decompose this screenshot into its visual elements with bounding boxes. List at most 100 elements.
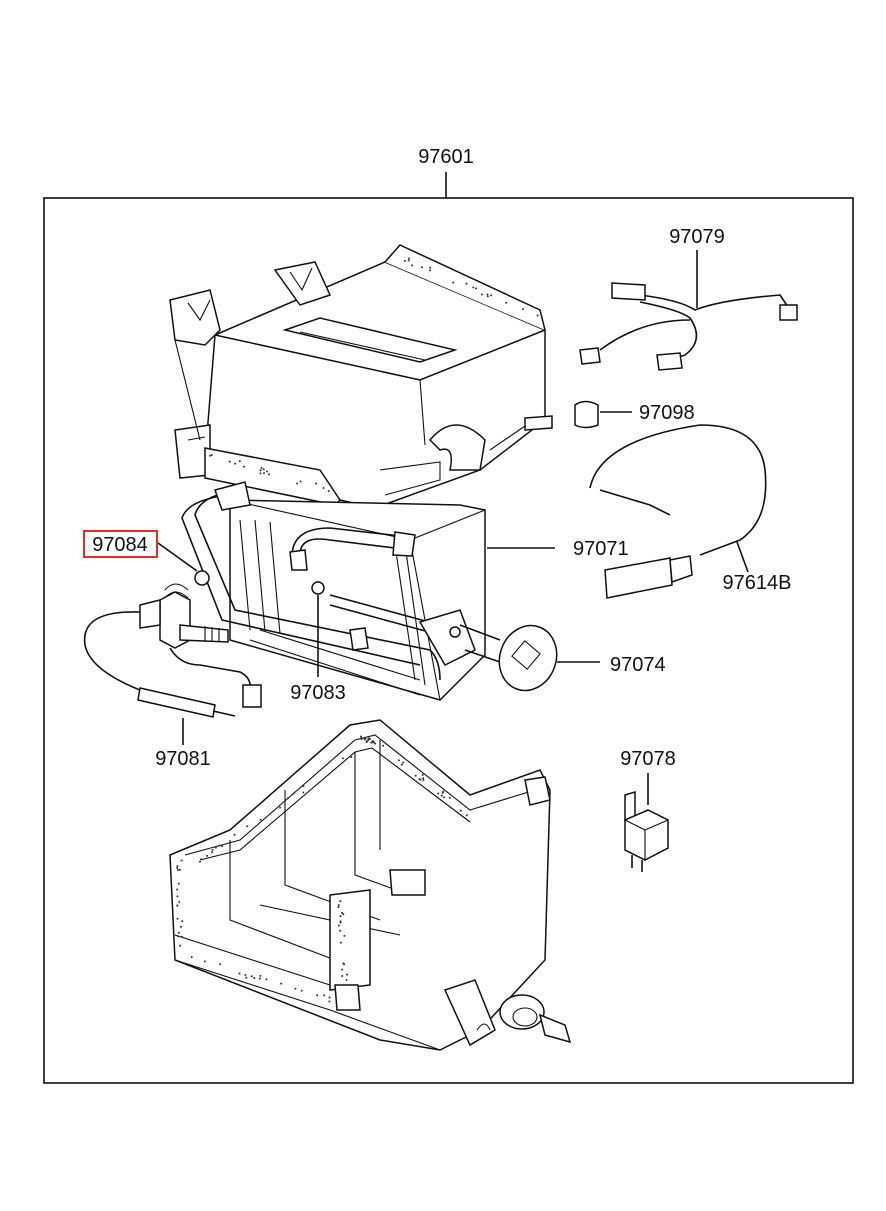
speckle: [178, 931, 181, 934]
part-label-97071[interactable]: 97071: [573, 538, 629, 560]
speckle: [339, 900, 342, 903]
clip-97084: [157, 542, 210, 586]
speckle: [265, 470, 268, 473]
speckle: [234, 462, 237, 465]
speckle: [228, 460, 231, 463]
speckle: [258, 977, 261, 980]
speckle: [443, 796, 446, 799]
speckle: [371, 741, 374, 744]
speckle: [259, 974, 262, 977]
speckle: [341, 974, 344, 977]
speckle: [368, 738, 371, 741]
speckle: [343, 963, 346, 966]
speckle: [176, 904, 179, 907]
speckle: [459, 809, 462, 812]
speckle: [359, 735, 362, 738]
speckle: [245, 976, 248, 979]
speckle: [179, 925, 182, 928]
speckle: [374, 742, 377, 745]
speckle: [315, 482, 318, 485]
speckle: [302, 791, 305, 794]
relay-97078: [624, 773, 669, 872]
speckle: [198, 860, 201, 863]
speckle: [211, 848, 214, 851]
speckle: [418, 778, 421, 781]
speckle: [437, 792, 440, 795]
speckle: [233, 833, 236, 836]
nut-97083: [311, 581, 325, 677]
speckle: [299, 480, 302, 483]
speckle: [294, 987, 297, 990]
speckle: [346, 973, 349, 976]
speckle: [263, 472, 266, 475]
speckle: [178, 868, 181, 871]
speckle: [408, 257, 411, 260]
part-label-97079[interactable]: 97079: [669, 226, 725, 248]
speckle: [350, 756, 353, 759]
part-label-97084[interactable]: 97084: [92, 534, 148, 556]
speckle: [259, 469, 262, 472]
speckle: [208, 454, 211, 457]
speckle: [339, 921, 342, 924]
part-label-97098[interactable]: 97098: [639, 402, 695, 424]
assembly-label[interactable]: 97601: [418, 146, 474, 168]
speckle: [210, 453, 213, 456]
speckle: [490, 294, 493, 297]
part-label-97083[interactable]: 97083: [290, 682, 346, 704]
speckle: [280, 982, 283, 985]
assembly-frame: [43, 197, 854, 1084]
speckle: [296, 482, 299, 485]
speckle: [177, 935, 180, 938]
evaporator-core: [229, 499, 486, 701]
speckle: [382, 744, 385, 747]
speckle: [422, 777, 425, 780]
speckle: [337, 906, 340, 909]
speckle: [342, 913, 345, 916]
speckle: [181, 920, 184, 923]
speckle: [486, 295, 489, 298]
speckle: [243, 465, 246, 468]
speckle: [328, 996, 331, 999]
speckle: [465, 282, 468, 285]
speckle: [322, 487, 325, 490]
part-label-97074[interactable]: 97074: [610, 654, 666, 676]
speckle: [279, 806, 282, 809]
lower-housing: [169, 719, 572, 1051]
speckle: [339, 941, 342, 944]
speckle: [429, 269, 432, 272]
foam-seal-texture: [176, 257, 539, 1003]
speckle: [341, 968, 344, 971]
speckle: [341, 757, 344, 760]
speckle: [440, 794, 443, 797]
part-label-97078[interactable]: 97078: [620, 748, 676, 770]
speckle: [244, 973, 247, 976]
speckle: [429, 266, 432, 269]
part-label-97614B[interactable]: 97614B: [723, 572, 792, 594]
speckle: [262, 468, 265, 471]
speckle: [403, 259, 406, 262]
speckle: [176, 888, 179, 891]
speckle: [287, 797, 290, 800]
speckle: [448, 796, 451, 799]
speckle: [206, 854, 209, 857]
refrigerant-pipes: [181, 481, 501, 681]
gasket-97074: [498, 624, 600, 692]
part-label-97081[interactable]: 97081: [155, 748, 211, 770]
speckle: [339, 915, 342, 918]
sensor-97614B: [589, 424, 767, 599]
speckle: [480, 293, 483, 296]
speckle: [397, 759, 400, 762]
speckle: [302, 785, 305, 788]
speckle: [472, 286, 475, 289]
speckle: [190, 956, 193, 959]
speckle: [414, 774, 417, 777]
speckle: [421, 773, 424, 776]
speckle: [360, 737, 363, 740]
speckle: [339, 929, 342, 932]
speckle: [420, 266, 423, 269]
speckle: [238, 460, 241, 463]
speckle: [214, 846, 217, 849]
speckle: [300, 989, 303, 992]
speckle: [178, 900, 181, 903]
